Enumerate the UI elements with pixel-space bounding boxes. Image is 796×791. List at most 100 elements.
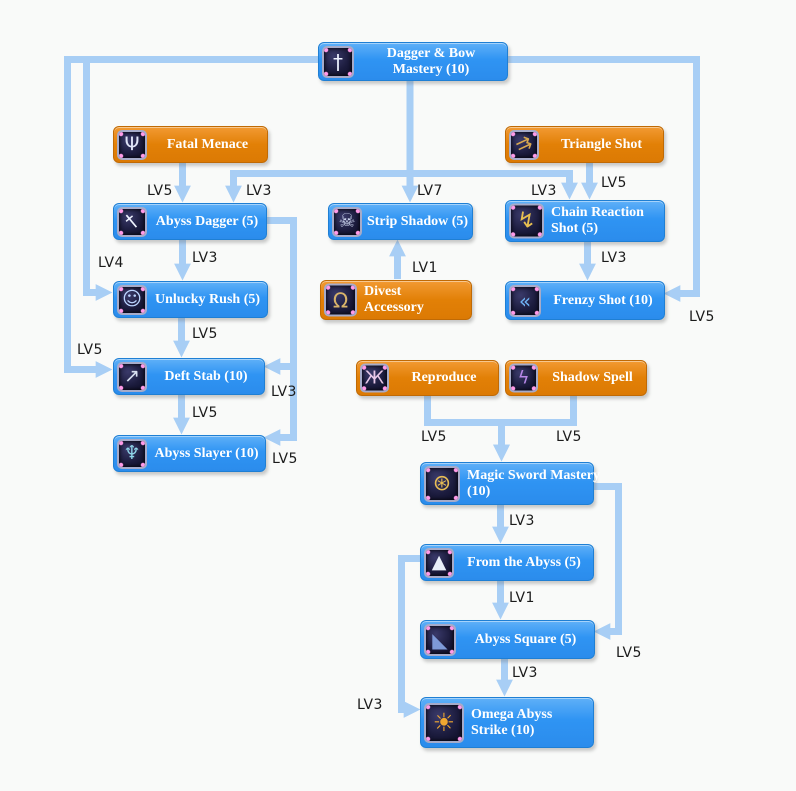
level-label-abyss-square-omega-abyss-strike: LV3 xyxy=(512,665,538,681)
divest-accessory-icon: Ω xyxy=(324,283,357,317)
abyss-square-node[interactable]: ◣ Abyss Square (5) xyxy=(420,620,595,659)
level-label-triangle-shot-chain-reaction-shot: LV5 xyxy=(601,175,627,191)
deft-stab-icon-glyph: ↗ xyxy=(124,365,140,387)
edge-dagger-bow-mastery-chain-reaction-shot xyxy=(410,170,578,200)
from-the-abyss-icon-glyph: ▲ xyxy=(431,551,447,573)
level-label-chain-reaction-shot-frenzy-shot: LV3 xyxy=(601,250,627,266)
dagger-bow-mastery-icon: † xyxy=(322,45,354,78)
shadow-spell-label: Shadow Spell xyxy=(552,370,633,385)
omega-abyss-strike-icon-glyph: ☀ xyxy=(432,708,456,737)
level-label-abyss-dagger-abyss-slayer: LV5 xyxy=(272,451,298,467)
abyss-square-label: Abyss Square (5) xyxy=(474,631,577,647)
chain-reaction-shot-icon-glyph: ↯ xyxy=(517,208,536,233)
level-label-unlucky-rush-deft-stab: LV5 xyxy=(192,326,218,342)
level-label-deft-stab-abyss-slayer: LV5 xyxy=(192,405,218,421)
magic-sword-mastery-icon: ⊛ xyxy=(424,465,460,502)
magic-sword-mastery-icon-glyph: ⊛ xyxy=(432,470,452,496)
abyss-dagger-node[interactable]: † Abyss Dagger (5) xyxy=(113,203,267,240)
from-the-abyss-node[interactable]: ▲ From the Abyss (5) xyxy=(420,544,594,581)
frenzy-shot-icon: « xyxy=(509,284,541,317)
level-label-dagger-bow-mastery-frenzy-shot: LV5 xyxy=(689,309,715,325)
fatal-menace-node[interactable]: Ψ Fatal Menace xyxy=(113,126,268,163)
shadow-spell-node[interactable]: ϟ Shadow Spell xyxy=(505,360,647,396)
triangle-shot-node[interactable]: ⇉ Triangle Shot xyxy=(505,126,664,163)
level-label-fatal-menace-abyss-dagger: LV5 xyxy=(147,183,173,199)
edge-dagger-bow-mastery-unlucky-rush xyxy=(83,56,318,301)
strip-shadow-label: Strip Shadow (5) xyxy=(366,213,469,229)
unlucky-rush-icon-glyph: ☺ xyxy=(122,288,142,310)
abyss-dagger-icon-glyph: † xyxy=(120,209,143,233)
magic-sword-mastery-node[interactable]: ⊛ Magic Sword Mastery(10) xyxy=(420,462,600,505)
frenzy-shot-icon-glyph: « xyxy=(518,288,532,313)
reproduce-node[interactable]: Ж Reproduce xyxy=(356,360,499,396)
frenzy-shot-label: Frenzy Shot (10) xyxy=(553,292,653,308)
abyss-slayer-node[interactable]: ♆ Abyss Slayer (10) xyxy=(113,435,266,472)
unlucky-rush-label: Unlucky Rush (5) xyxy=(154,291,261,307)
level-label-from-the-abyss-omega-abyss-strike: LV3 xyxy=(357,697,383,713)
level-label-dagger-bow-mastery-strip-shadow: LV7 xyxy=(417,183,443,199)
edge-from-the-abyss-omega-abyss-strike xyxy=(398,555,421,718)
level-label-dagger-bow-mastery-abyss-dagger: LV3 xyxy=(246,183,272,199)
edge-dagger-bow-mastery-frenzy-shot xyxy=(506,56,700,302)
unlucky-rush-node[interactable]: ☺ Unlucky Rush (5) xyxy=(113,281,268,318)
level-label-divest-accessory-strip-shadow: LV1 xyxy=(412,260,438,276)
abyss-slayer-label: Abyss Slayer (10) xyxy=(154,445,259,461)
frenzy-shot-node[interactable]: « Frenzy Shot (10) xyxy=(505,281,665,320)
level-label-dagger-bow-mastery-chain-reaction-shot: LV3 xyxy=(531,183,557,199)
edge-shadow-spell-magic-sword-mastery xyxy=(493,394,577,462)
abyss-square-icon-glyph: ◣ xyxy=(432,627,448,652)
triangle-shot-icon-glyph: ⇉ xyxy=(511,130,536,158)
abyss-square-icon: ◣ xyxy=(424,623,456,656)
strip-shadow-icon-glyph: ☠ xyxy=(338,210,356,232)
triangle-shot-icon: ⇉ xyxy=(509,129,539,160)
level-label-abyss-dagger-unlucky-rush: LV3 xyxy=(192,250,218,266)
abyss-dagger-label: Abyss Dagger (5) xyxy=(155,213,259,229)
from-the-abyss-icon: ▲ xyxy=(424,547,454,578)
abyss-slayer-icon: ♆ xyxy=(117,438,147,469)
from-the-abyss-label: From the Abyss (5) xyxy=(467,554,581,570)
abyss-dagger-icon: † xyxy=(117,206,147,237)
edge-dagger-bow-mastery-abyss-dagger xyxy=(225,170,410,203)
level-label-shadow-spell-magic-sword-mastery: LV5 xyxy=(556,429,582,445)
edge-abyss-dagger-deft-stab xyxy=(263,217,297,375)
shadow-spell-icon: ϟ xyxy=(509,363,538,393)
level-label-magic-sword-mastery-from-the-abyss: LV3 xyxy=(509,513,535,529)
strip-shadow-node[interactable]: ☠ Strip Shadow (5) xyxy=(328,203,473,240)
level-label-from-the-abyss-abyss-square: LV1 xyxy=(509,590,535,606)
deft-stab-node[interactable]: ↗ Deft Stab (10) xyxy=(113,358,265,395)
magic-sword-mastery-label: Magic Sword Mastery(10) xyxy=(467,467,600,499)
reproduce-icon: Ж xyxy=(360,363,389,393)
fatal-menace-icon-glyph: Ψ xyxy=(124,133,140,155)
deft-stab-label: Deft Stab (10) xyxy=(164,368,248,384)
level-label-dagger-bow-mastery-unlucky-rush: LV4 xyxy=(98,255,124,271)
level-label-dagger-bow-mastery-deft-stab: LV5 xyxy=(77,342,103,358)
edge-magic-sword-mastery-abyss-square xyxy=(592,483,622,640)
triangle-shot-label: Triangle Shot xyxy=(560,136,643,152)
fatal-menace-icon: Ψ xyxy=(117,129,147,160)
level-label-reproduce-magic-sword-mastery: LV5 xyxy=(421,429,447,445)
divest-accessory-icon-glyph: Ω xyxy=(332,288,349,312)
reproduce-label: Reproduce xyxy=(411,370,477,385)
level-label-magic-sword-mastery-abyss-square: LV5 xyxy=(616,645,642,661)
unlucky-rush-icon: ☺ xyxy=(117,284,147,315)
dagger-bow-mastery-icon-glyph: † xyxy=(333,49,343,74)
strip-shadow-icon: ☠ xyxy=(332,206,362,237)
deft-stab-icon: ↗ xyxy=(117,361,147,392)
level-label-abyss-dagger-deft-stab: LV3 xyxy=(271,384,297,400)
omega-abyss-strike-icon: ☀ xyxy=(424,702,464,743)
abyss-slayer-icon-glyph: ♆ xyxy=(123,442,141,464)
fatal-menace-label: Fatal Menace xyxy=(166,136,249,152)
reproduce-icon-glyph: Ж xyxy=(364,367,385,388)
chain-reaction-shot-icon: ↯ xyxy=(509,203,544,239)
shadow-spell-icon-glyph: ϟ xyxy=(517,367,530,388)
